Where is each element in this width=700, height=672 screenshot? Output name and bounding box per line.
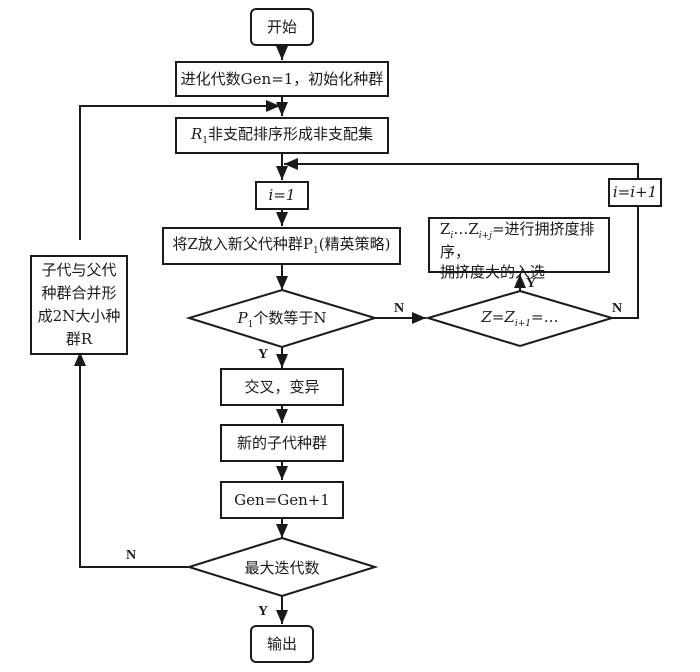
new-offspring-node: 新的子代种群 (220, 424, 344, 462)
edge-d2-no-loop (612, 206, 639, 319)
crossover-label: 交叉，变异 (244, 377, 320, 396)
i-increment-node: i=i+1 (608, 178, 662, 207)
elite-label: 将Z放入新父代种群P1(精英策略) (172, 235, 391, 257)
edge-label-max-yes: Y (258, 604, 269, 619)
gen-increment-label: Gen=Gen+1 (234, 490, 330, 509)
output-label: 输出 (266, 634, 297, 653)
edge-label-p1-no: N (394, 301, 405, 316)
i-init-node: i=1 (255, 181, 309, 210)
decision-max-iterations: 最大迭代数 (244, 558, 320, 577)
decision-z: Z=Zi+1=… (481, 307, 559, 329)
new-offspring-label: 新的子代种群 (236, 433, 327, 452)
edge-inc-loop (284, 158, 639, 178)
edge-label-max-no: N (126, 548, 137, 563)
crowding-sort-node: Zi…Zi+j=进行拥挤度排序， 拥挤度大的入选 (428, 217, 610, 281)
decision-p1: P1个数等于N (237, 308, 327, 330)
i-increment-label: i=i+1 (612, 183, 658, 202)
edge-merge-sort (79, 100, 280, 240)
decision-p1-shape (185, 288, 379, 349)
edge-label-z-yes: Y (526, 276, 537, 291)
edge-label-p1-yes: Y (258, 347, 269, 362)
crossover-mutation-node: 交叉，变异 (220, 368, 344, 406)
nondominated-sort-node: R1非支配排序形成非支配集 (175, 117, 389, 154)
elite-strategy-node: 将Z放入新父代种群P1(精英策略) (162, 227, 401, 265)
edge-d3-merge (74, 352, 188, 568)
edge-label-z-no: N (612, 301, 623, 316)
decision-max-shape (185, 536, 379, 598)
start-node: 开始 (250, 8, 314, 46)
gen-increment-node: Gen=Gen+1 (220, 481, 344, 519)
start-label: 开始 (266, 17, 297, 36)
output-node: 输出 (250, 625, 314, 663)
i-init-label: i=1 (268, 186, 296, 205)
merge-population-node: 子代与父代 种群合并形 成2N大小种 群R (30, 255, 128, 355)
init-node: 进化代数Gen=1，初始化种群 (175, 61, 389, 97)
decision-z-shape (424, 289, 616, 348)
sort-label: R1非支配排序形成非支配集 (190, 124, 374, 146)
init-label: 进化代数Gen=1，初始化种群 (180, 69, 384, 88)
